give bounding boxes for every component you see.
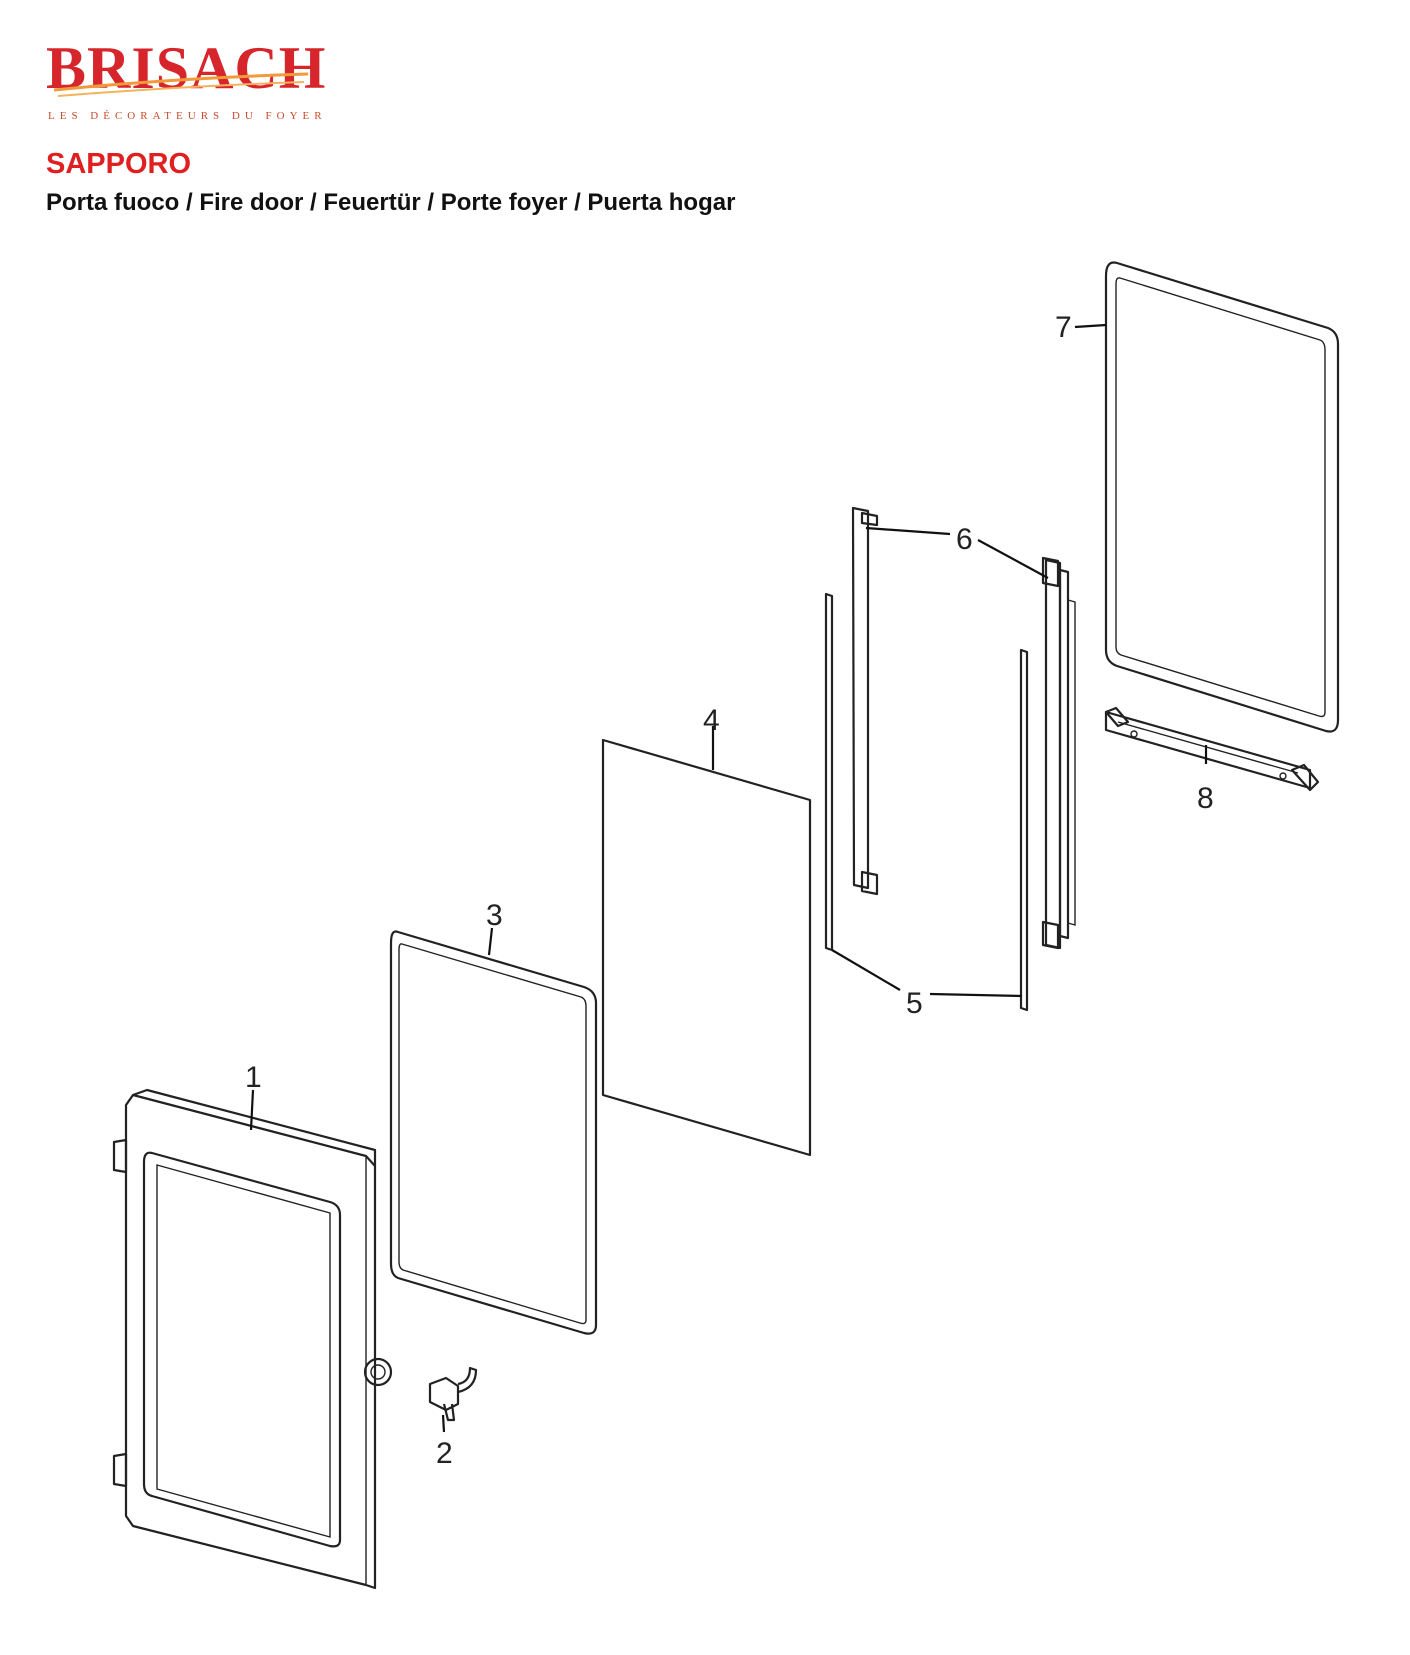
label-part-4: 4 (703, 704, 720, 737)
part-2-latch (428, 1366, 478, 1422)
part-6-side-brackets (851, 506, 1076, 950)
label-part-6: 6 (956, 523, 973, 556)
label-part-8: 8 (1197, 782, 1214, 815)
brand-tagline: LES DÉCORATEURS DU FOYER (48, 110, 327, 122)
logo-swoosh (53, 72, 309, 97)
label-part-7: 7 (1055, 311, 1072, 344)
part-5-glass-seals (824, 592, 1029, 1012)
label-part-3: 3 (486, 899, 503, 932)
part-7-rear-gasket (1104, 261, 1340, 733)
label-part-1: 1 (245, 1061, 262, 1094)
part-4-glass-panel (601, 738, 812, 1157)
part-1-door-frame (112, 1088, 393, 1590)
label-part-5: 5 (906, 987, 923, 1020)
leader-lines (249, 323, 1208, 1433)
model-title: SAPPORO (46, 148, 192, 180)
part-8-bracket (1104, 706, 1320, 792)
part-description: Porta fuoco / Fire door / Feuertür / Por… (46, 189, 736, 216)
part-3-glass-gasket (389, 930, 598, 1335)
label-part-2: 2 (436, 1437, 453, 1470)
brand-logo: BRISACH LES DÉCORATEURS DU FOYER (46, 38, 346, 128)
